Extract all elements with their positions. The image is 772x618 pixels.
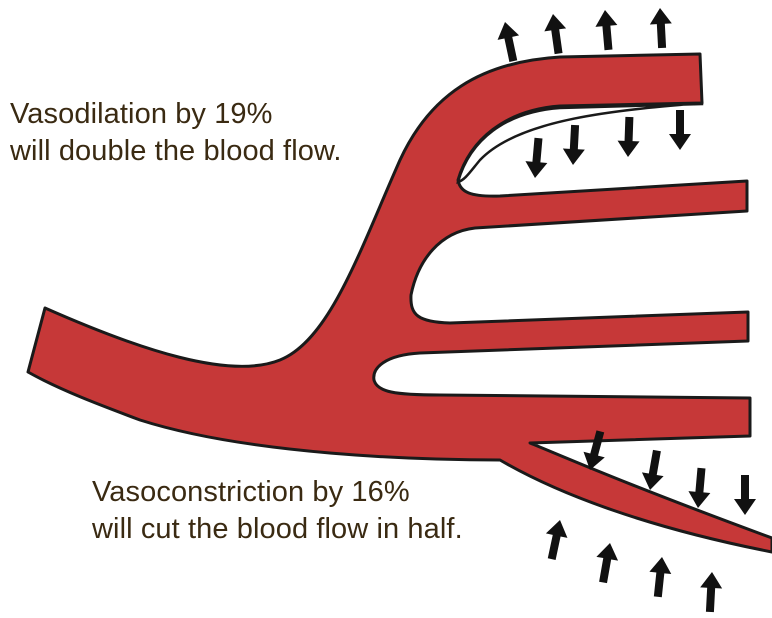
vasodilation-line-1: Vasodilation by 19% — [10, 96, 342, 133]
vasoconstriction-line-2: will cut the blood flow in half. — [92, 511, 463, 548]
arrow-up-icon-4 — [649, 7, 673, 48]
arrow-down-icon-11 — [687, 467, 712, 509]
arrow-down-icon-10 — [639, 449, 668, 492]
arrow-down-icon-8 — [669, 110, 691, 150]
arrow-down-icon-5 — [524, 137, 549, 179]
vasodilation-caption: Vasodilation by 19% will double the bloo… — [10, 96, 342, 170]
arrow-up-icon-16 — [699, 571, 723, 612]
arrow-down-icon-12 — [734, 475, 756, 515]
arrow-up-icon-1 — [494, 20, 524, 64]
arrow-up-icon-2 — [542, 12, 569, 55]
arrow-up-icon-15 — [647, 556, 673, 598]
vasodilation-line-2: will double the blood flow. — [10, 133, 342, 170]
arrow-up-icon-14 — [592, 541, 621, 584]
vasoconstriction-line-1: Vasoconstriction by 16% — [92, 474, 463, 511]
vasoconstriction-caption: Vasoconstriction by 16% will cut the blo… — [92, 474, 463, 548]
arrow-down-icon-7 — [617, 117, 640, 158]
arrow-up-icon-13 — [541, 518, 571, 562]
arrow-down-icon-6 — [562, 124, 586, 165]
arrow-up-icon-3 — [594, 9, 619, 51]
